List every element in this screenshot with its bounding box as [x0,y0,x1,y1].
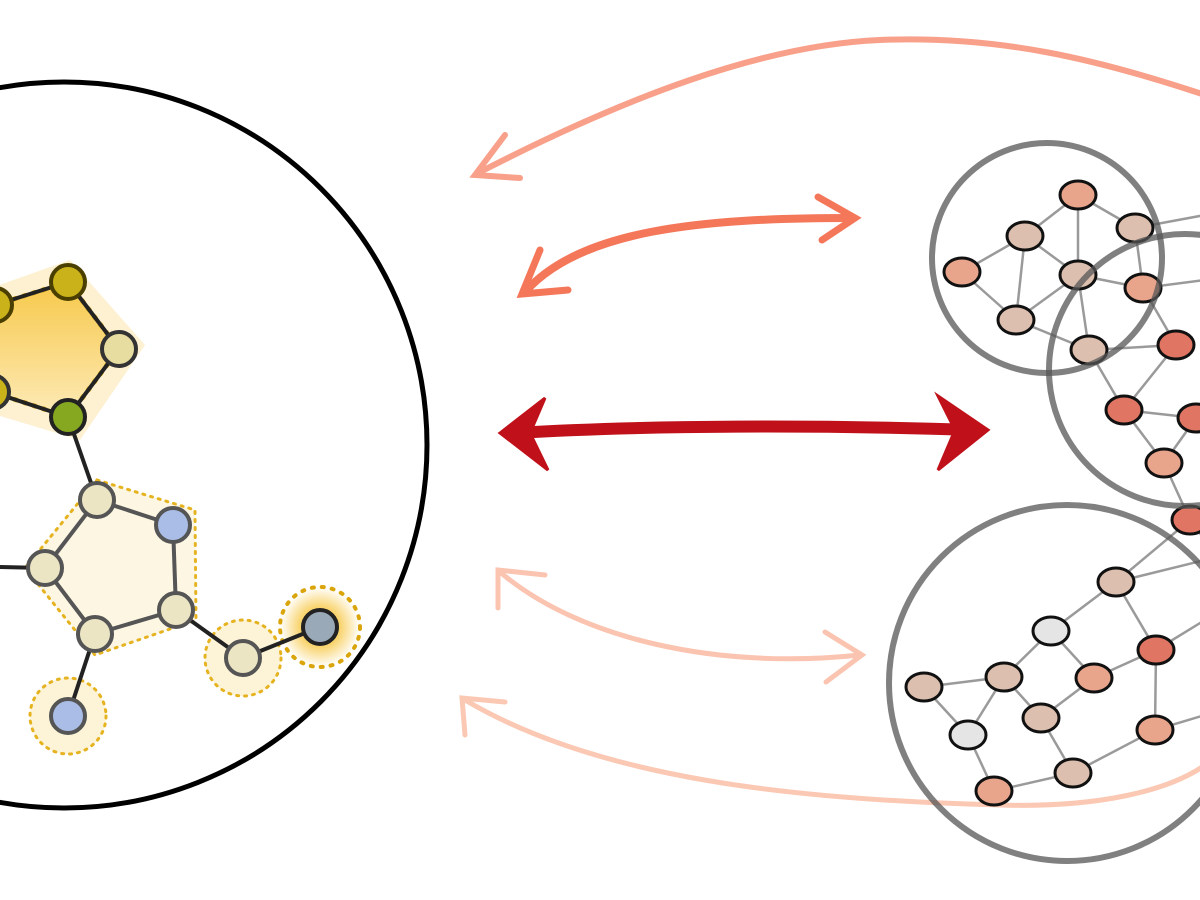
graph-node [1176,402,1200,434]
arrow-bottom-head [459,695,508,738]
arrow-upper-head-left [516,246,572,298]
arrow-top [477,36,1200,175]
graph-node [1144,447,1184,479]
atom [49,398,87,436]
arrows [459,36,1200,808]
arrow-main-head-left [497,396,550,472]
arrow-lower [497,569,863,662]
atom [26,549,64,587]
graph-node [1096,566,1136,598]
molecule-panel [0,79,430,811]
molecule-boundary-circle [0,79,430,811]
graph-node [974,775,1014,807]
arrow-main-head-right [934,391,991,472]
highlight-ring-top-halo [0,260,145,440]
atom [49,263,87,301]
atom [224,639,262,677]
graph-node [942,256,982,288]
graph-node [1074,662,1114,694]
atom [49,697,87,735]
graph-node [904,671,944,703]
graph-node [1104,394,1144,426]
graph-node [948,719,988,751]
arrow-main [509,420,981,439]
atom [0,374,11,410]
community-circle-2 [1046,231,1200,509]
arrow-bottom [462,697,1200,808]
molecule-atoms [0,263,339,735]
atom [100,330,138,368]
arrow-lower-head-left [495,567,548,611]
atom [76,615,114,653]
atom [154,506,192,544]
graph-node [1170,504,1200,536]
arrow-top-head [469,132,523,181]
graph-node [1156,329,1196,361]
community-circles [886,140,1200,864]
atom [157,591,195,629]
graph-node [1005,220,1045,252]
graph-node [996,304,1036,336]
graph-node [1136,634,1176,666]
graph-node [1135,714,1175,746]
arrow-lower-head-right [822,629,867,685]
atom [78,481,116,519]
graph-panel [886,140,1200,864]
graph-node [984,661,1024,693]
atom [0,286,14,324]
arrow-upper [521,214,854,296]
arrow-upper-head-right [814,193,862,244]
graph-node [1021,702,1061,734]
graph-node [1058,179,1098,211]
atom [301,608,339,646]
graph-node [1053,757,1093,789]
community-circle-3 [886,502,1200,864]
graph-node [1031,615,1071,647]
